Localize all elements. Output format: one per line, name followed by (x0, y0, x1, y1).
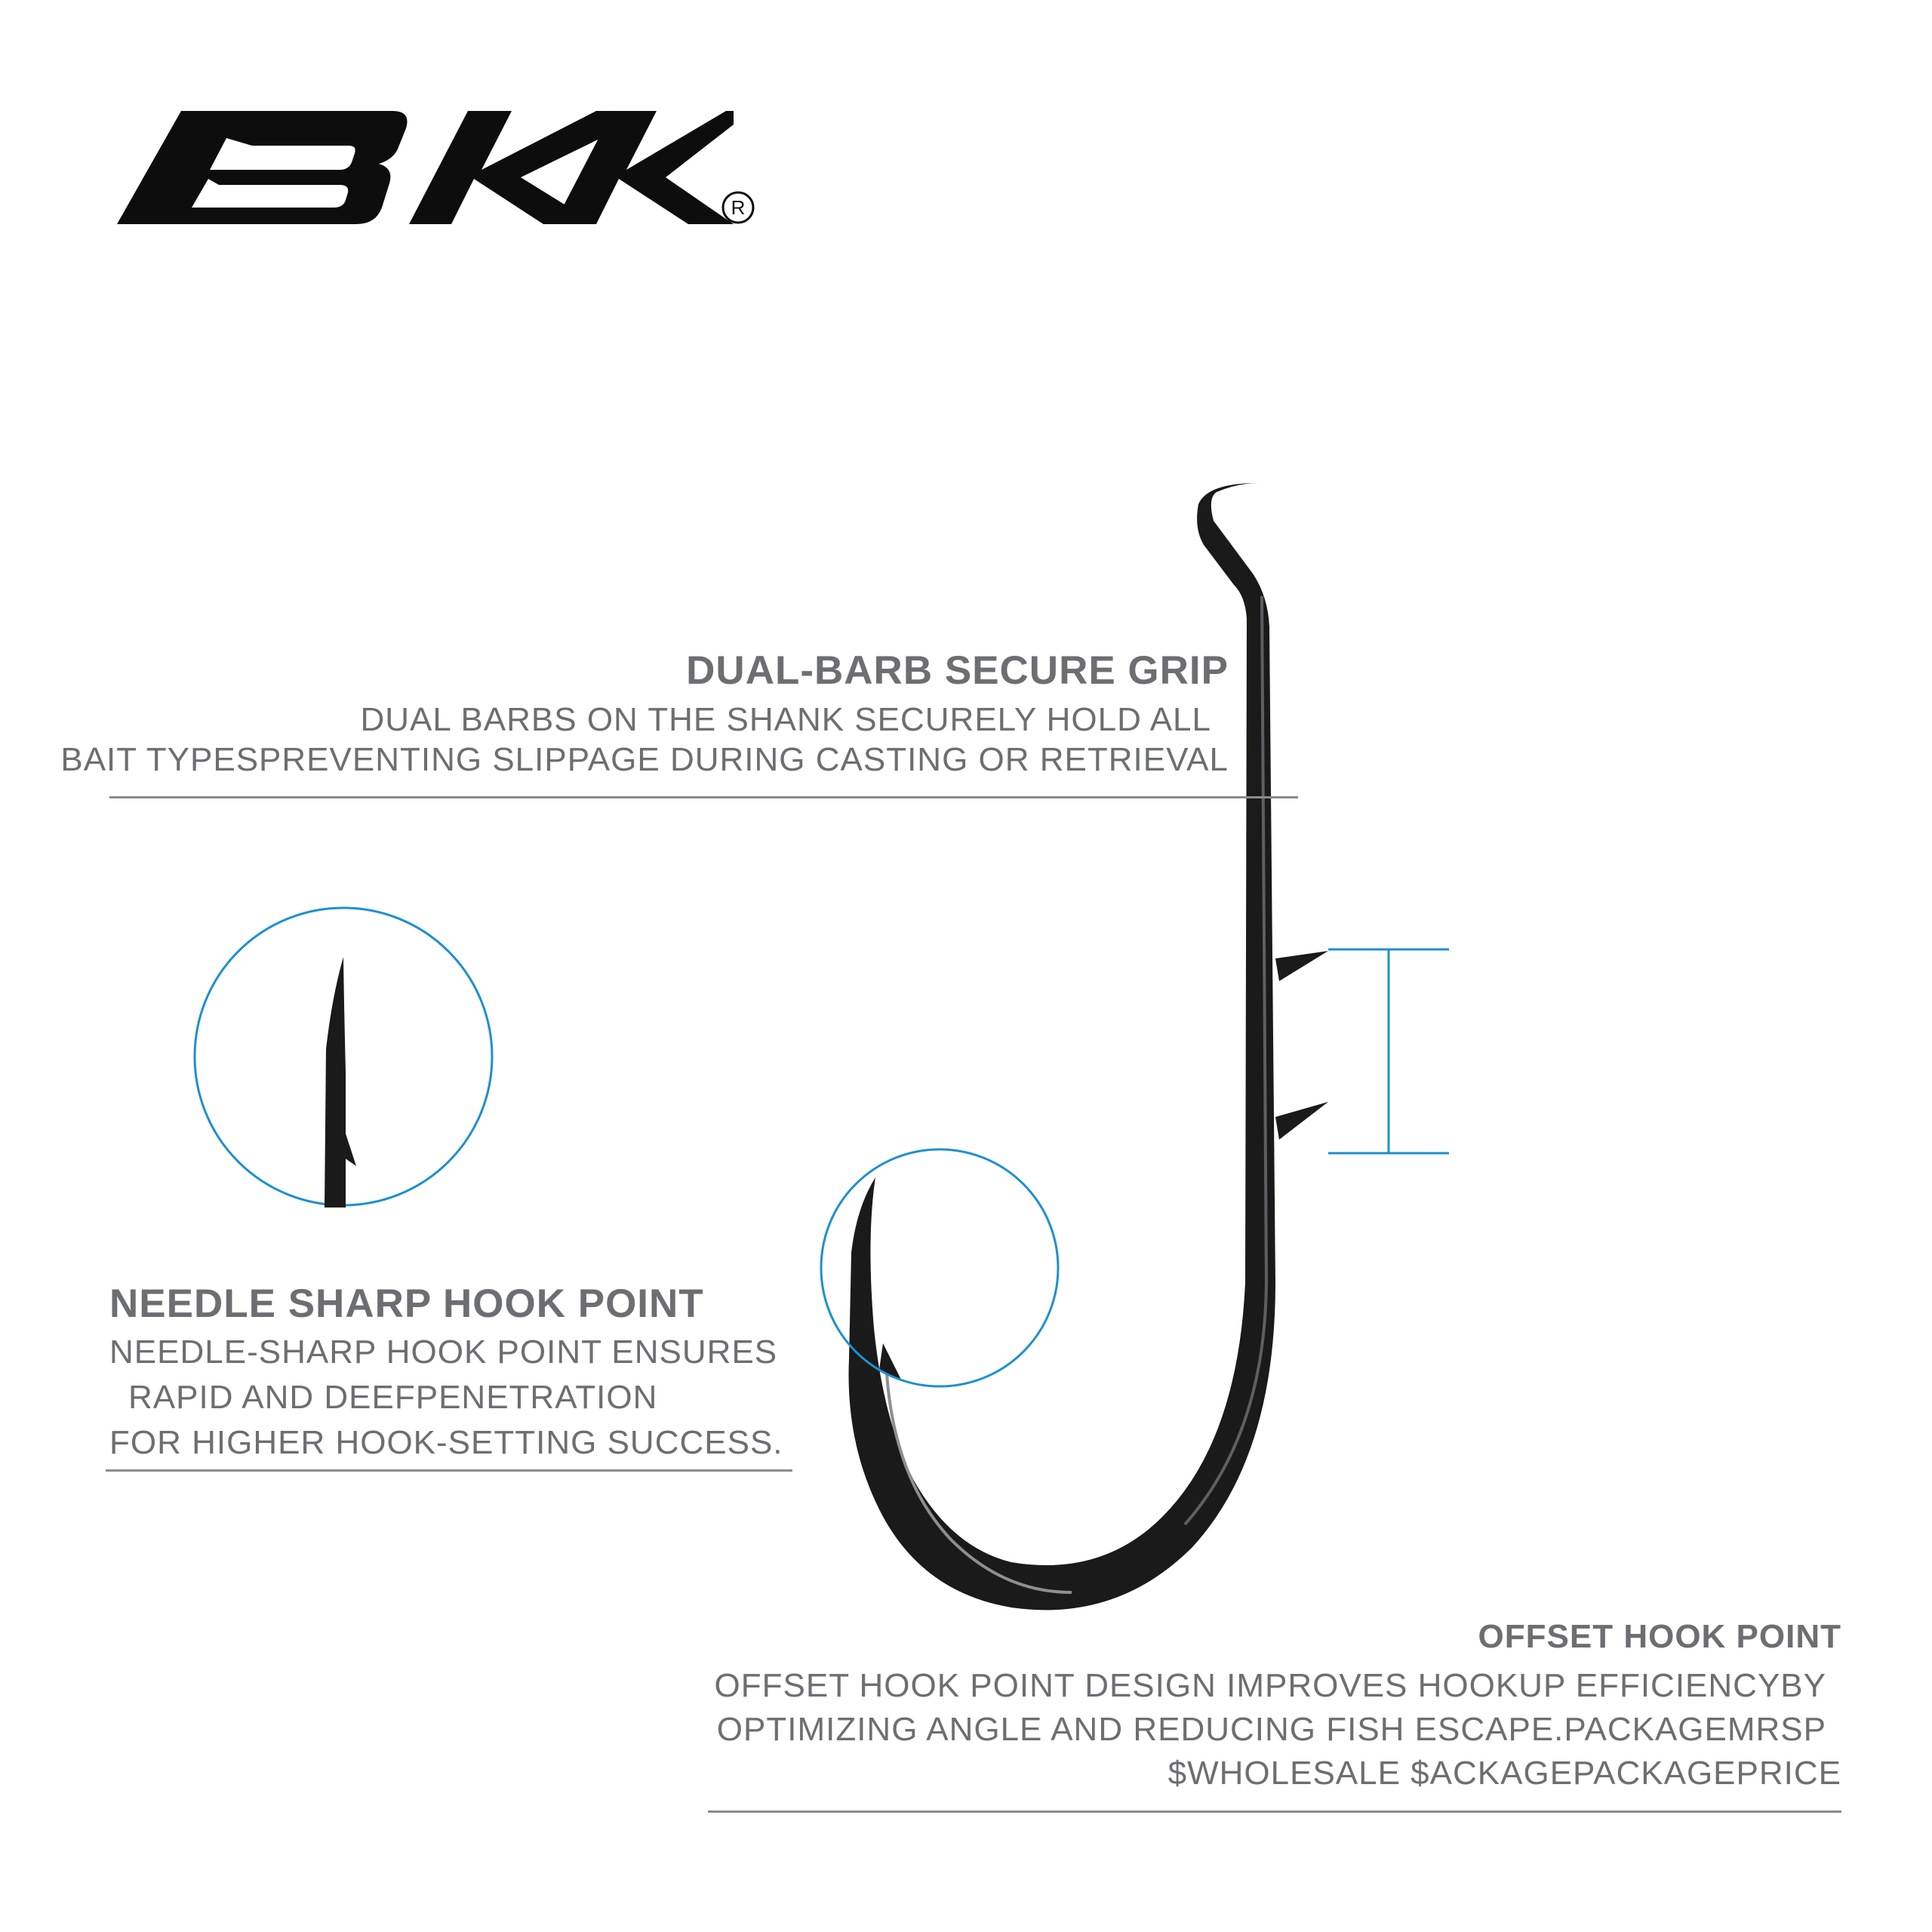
zoomed-hook-point-icon (325, 957, 346, 1208)
zoom-callout (193, 906, 494, 1208)
hook-point-callout-circle (820, 1148, 1060, 1388)
barb-spacing-bracket (1328, 948, 1449, 1155)
registered-mark-icon: R (721, 191, 755, 224)
point-divider (106, 1469, 792, 1472)
offset-feature-line-3: $WHOLESALE $ACKAGEPACKAGEPRICE (1168, 1755, 1841, 1792)
brand-logo: R (117, 111, 755, 224)
point-feature-line-3: FOR HIGHER HOOK-SETTING SUCCESS. (109, 1424, 783, 1461)
grip-divider (109, 796, 1298, 798)
offset-feature-line-2: OPTIMIZING ANGLE AND REDUCING FISH ESCAP… (716, 1711, 1826, 1748)
offset-feature-title: OFFSET HOOK POINT (1478, 1618, 1841, 1655)
offset-feature-line-1: OFFSET HOOK POINT DESIGN IMPROVES HOOKUP… (714, 1667, 1826, 1704)
point-feature-line-1: NEEDLE-SHARP HOOK POINT ENSURES (109, 1334, 778, 1371)
point-feature-title: NEEDLE SHARP HOOK POINT (109, 1281, 704, 1326)
grip-feature-line-1: DUAL BARBS ON THE SHANK SECURELY HOLD AL… (360, 701, 1211, 738)
svg-text:R: R (731, 196, 746, 219)
grip-feature-title: DUAL-BARB SECURE GRIP (686, 648, 1229, 693)
offset-divider (708, 1810, 1841, 1813)
grip-feature-line-2: BAIT TYPESPREVENTING SLIPPAGE DURING CAS… (60, 741, 1229, 778)
fishing-hook-icon (848, 483, 1328, 1611)
bkk-wordmark (117, 111, 734, 224)
point-feature-line-2: RAPID AND DEEFPENETRATION (128, 1379, 658, 1416)
